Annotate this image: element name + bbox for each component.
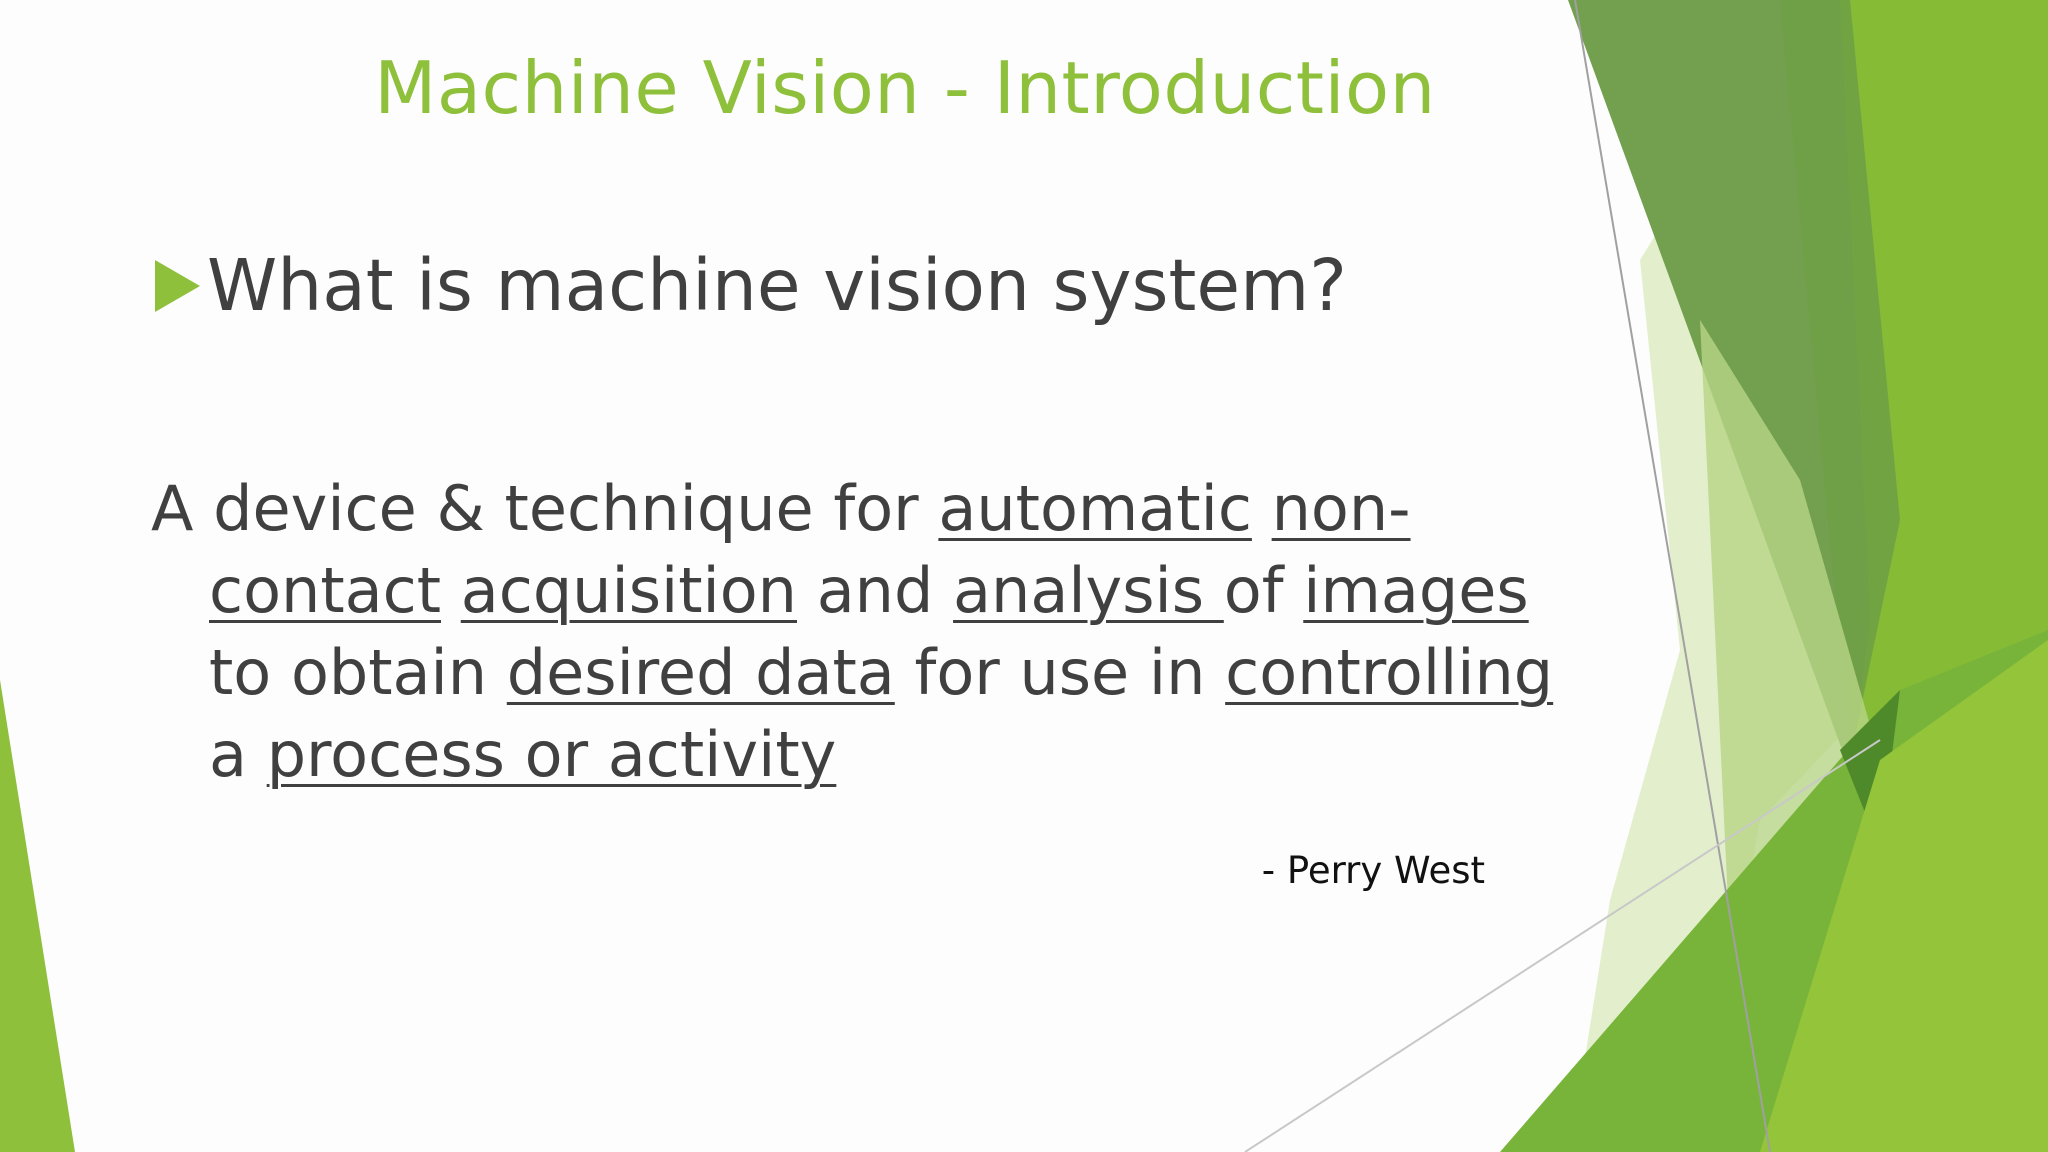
definition-text: for use in	[894, 636, 1226, 709]
underlined-term: process or activity	[266, 718, 837, 791]
definition-paragraph: A device & technique for automatic non-c…	[151, 468, 1609, 796]
underlined-term: acquisition	[460, 554, 797, 627]
definition-text: and	[796, 554, 954, 627]
definition-text: A device & technique for	[151, 472, 939, 545]
thin-line-diagonal-1	[1574, 0, 1771, 1152]
underlined-term: images	[1303, 554, 1529, 627]
underlined-term: desired data	[506, 636, 895, 709]
triangle-bullet-icon	[155, 260, 200, 312]
olive-green-facet	[1780, 0, 1900, 760]
definition-text: a	[209, 718, 267, 791]
slide-title: Machine Vision - Introduction	[374, 46, 1436, 130]
thin-line-diagonal-2	[1244, 739, 1881, 1152]
definition-text: of	[1223, 554, 1304, 627]
underlined-term: analysis	[953, 554, 1224, 627]
underlined-term: non-contact	[209, 472, 1411, 627]
yellow-green-facet-bottom	[1760, 640, 2048, 1152]
definition-text: to obtain	[209, 636, 507, 709]
definition-text	[441, 554, 461, 627]
underlined-term: automatic	[938, 472, 1252, 545]
bullet-question: What is machine vision system?	[207, 244, 1347, 327]
left-green-sliver	[0, 680, 75, 1152]
definition-text	[1252, 472, 1272, 545]
bullet-item: What is machine vision system?	[155, 236, 1347, 336]
attribution: - Perry West	[1261, 849, 1485, 892]
underlined-term: controlling	[1225, 636, 1554, 709]
